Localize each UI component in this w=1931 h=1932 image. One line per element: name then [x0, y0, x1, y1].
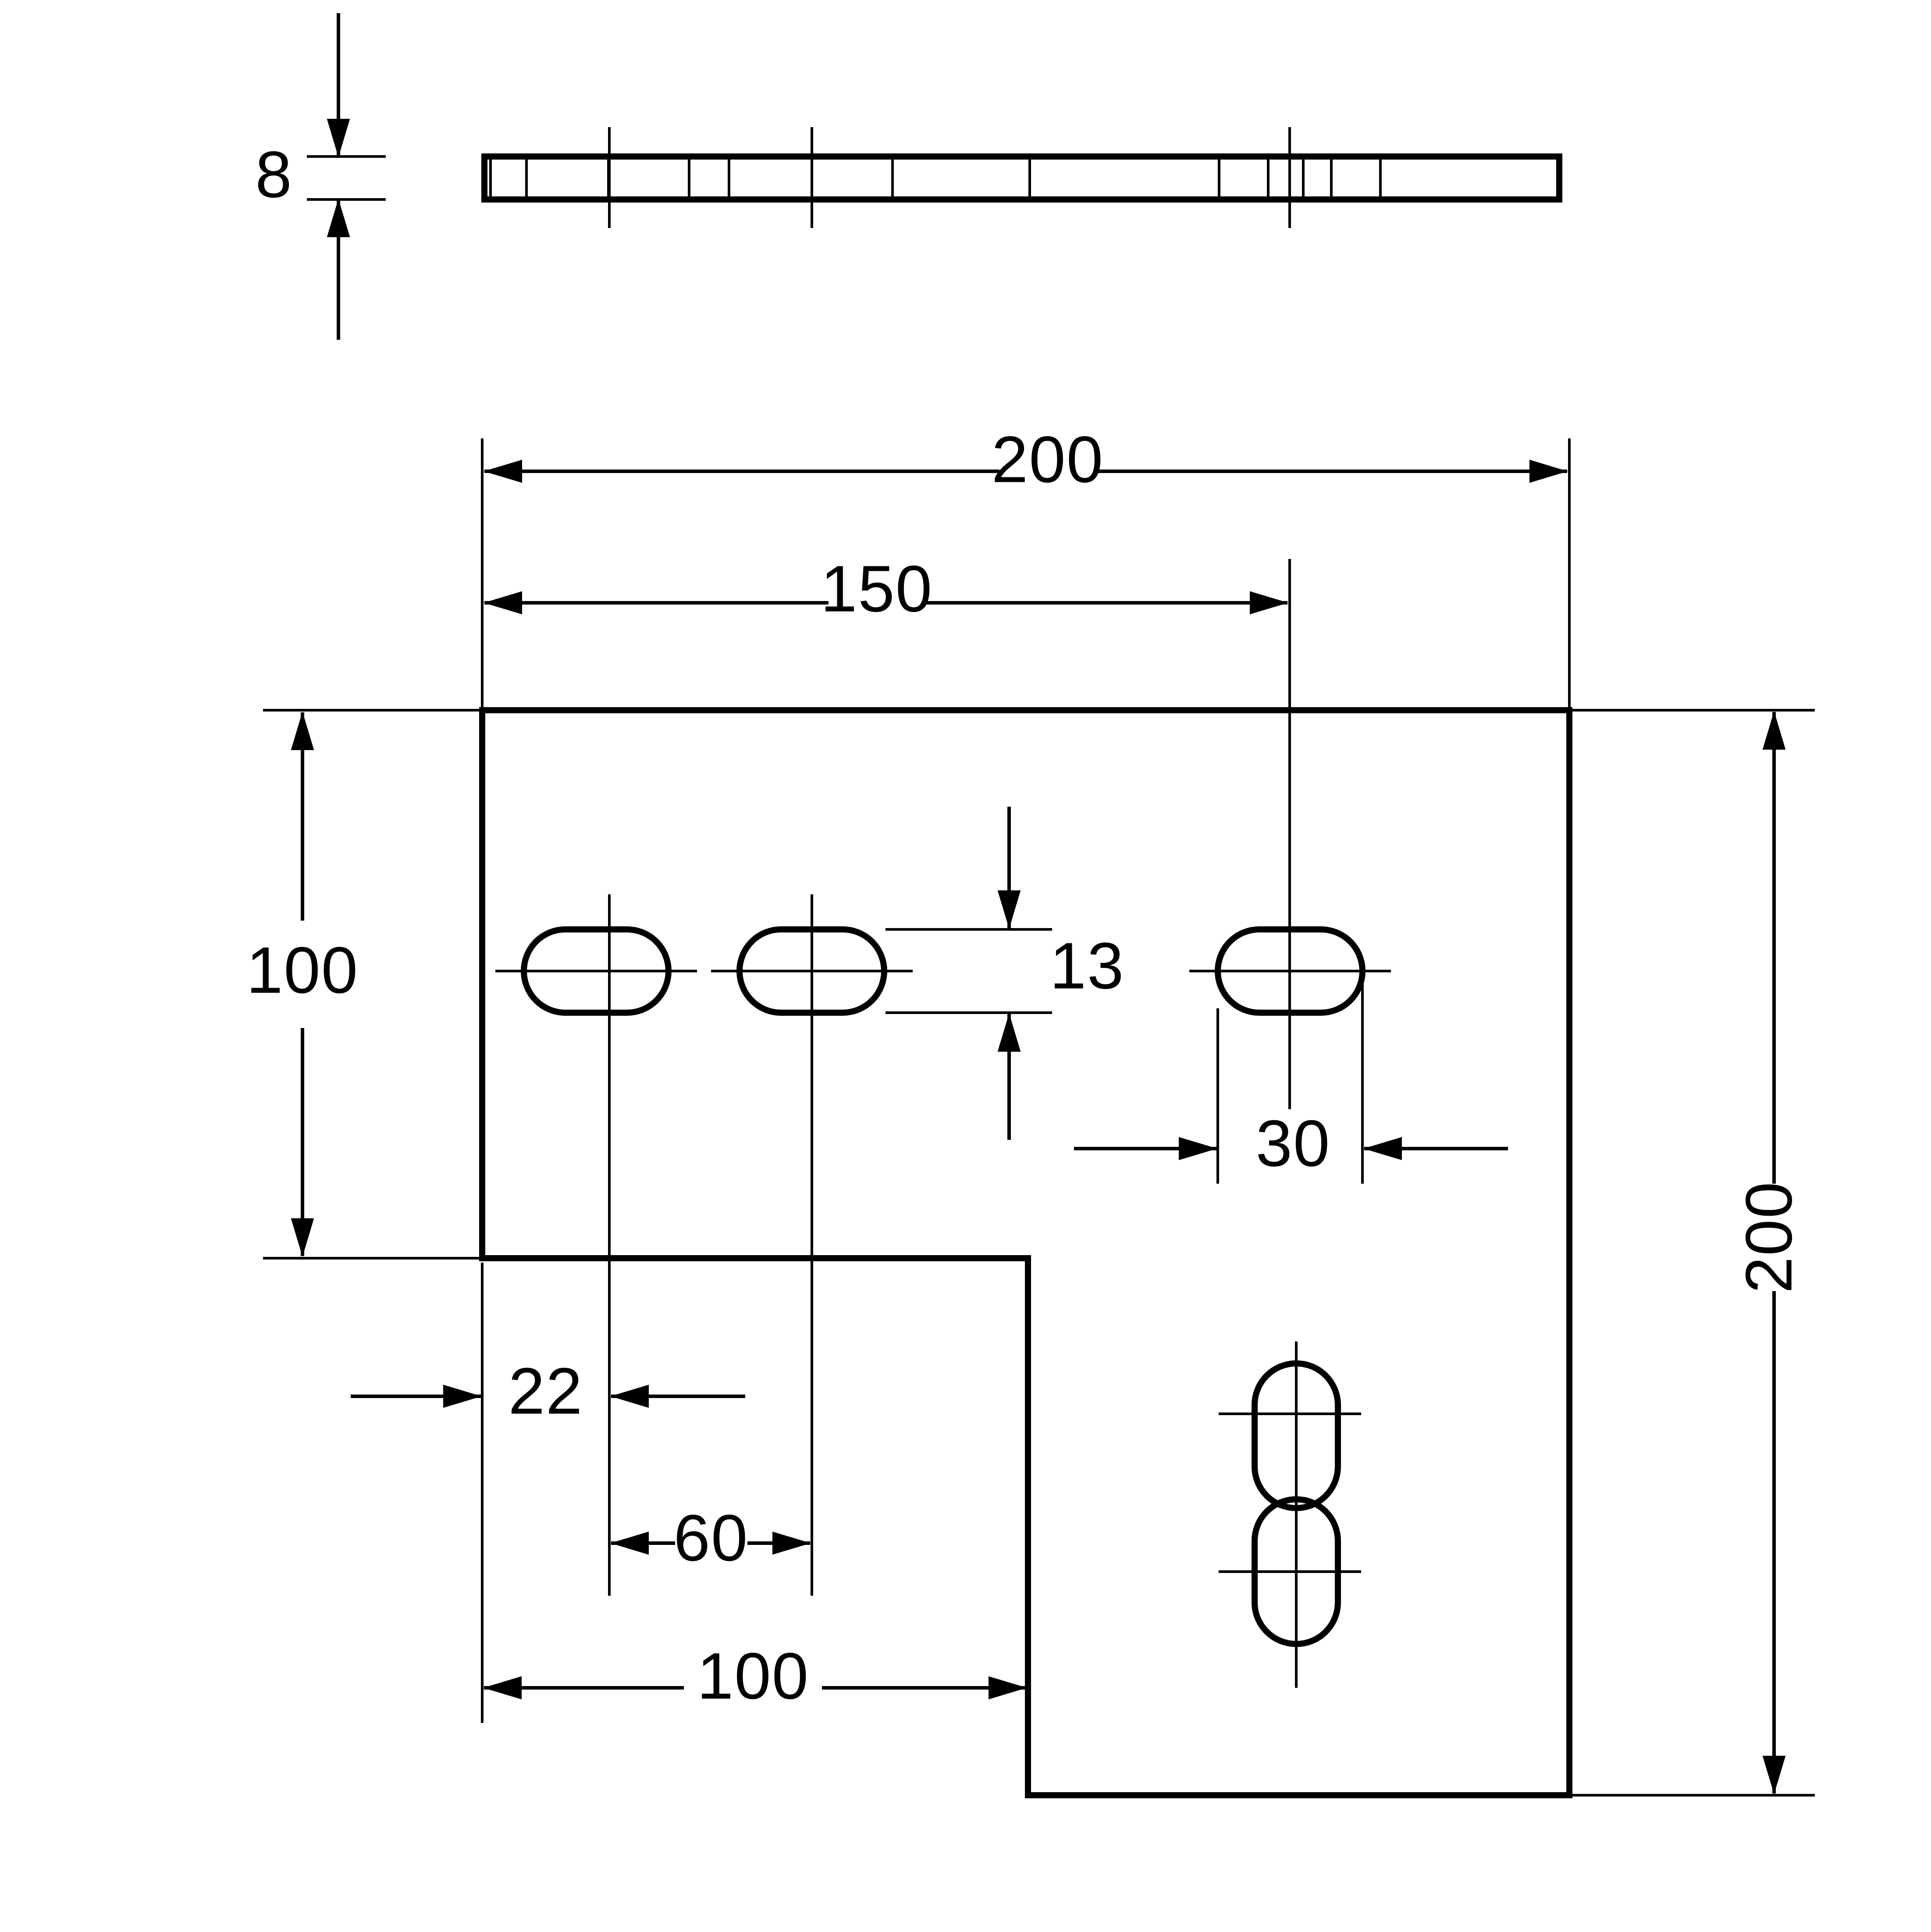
dimension-label-upper-height: 100 — [246, 933, 359, 1007]
dimension-overall-height: 200 — [1569, 709, 1815, 1797]
dimension-label-slot-pitch: 60 — [674, 1501, 749, 1575]
vertical-slot-group — [1219, 1341, 1361, 1688]
dimension-thickness: 8 — [255, 13, 386, 340]
dimension-label-slot-height: 13 — [1050, 929, 1125, 1003]
dimension-notch-width: 100 — [481, 1263, 1029, 1795]
dimension-upper-height: 100 — [246, 709, 484, 1260]
dimension-label-overall-width: 200 — [992, 423, 1104, 496]
side-view: 8 — [255, 13, 1562, 340]
dimension-slot-pitch: 60 — [608, 1048, 813, 1596]
vertical-slot-centerlines — [1219, 1341, 1361, 1688]
dimension-label-edge-to-slot: 22 — [509, 1354, 583, 1428]
dimension-slot-height: 13 — [885, 807, 1124, 1140]
dimension-label-overall-height: 200 — [1732, 1181, 1806, 1293]
front-view: 200 150 100 13 — [246, 423, 1815, 1798]
dimension-slot-group-width: 150 — [481, 519, 1291, 710]
horizontal-slot-centerlines — [495, 701, 1391, 1109]
dimension-label-slot-length: 30 — [1256, 1107, 1331, 1180]
side-view-plate-outline — [481, 153, 1562, 203]
horizontal-slot-group — [495, 701, 1391, 1109]
dimension-label-slot-group-width: 150 — [821, 552, 933, 626]
side-view-centerlines — [608, 127, 1291, 228]
dimension-label-notch-width: 100 — [697, 1639, 809, 1713]
dimension-label-thickness: 8 — [255, 138, 292, 211]
dimension-slot-length: 30 — [1074, 973, 1508, 1184]
